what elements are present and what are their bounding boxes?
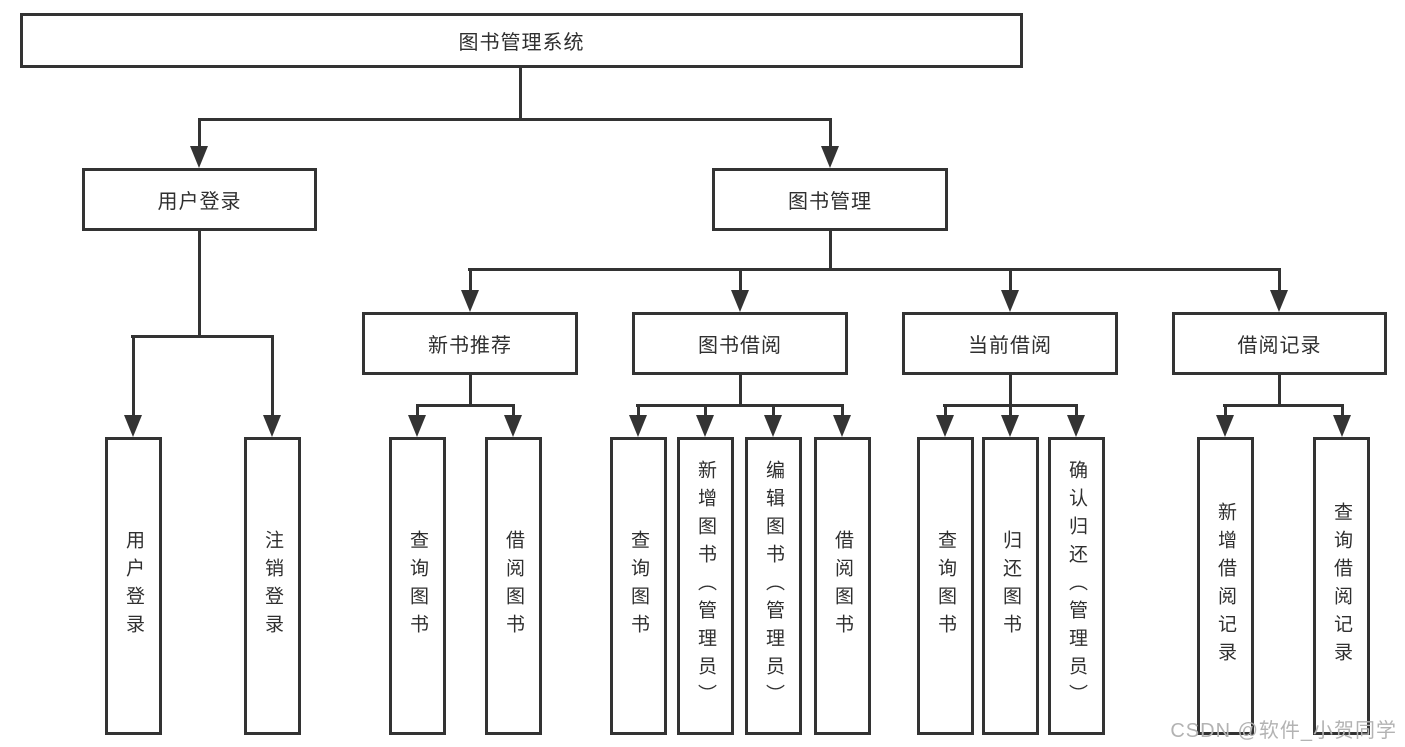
- connector-line: [131, 335, 274, 338]
- connector-line: [469, 375, 472, 407]
- connector-arrowhead: [504, 415, 522, 437]
- node-label: 借阅图书: [503, 530, 524, 642]
- connector-line: [944, 404, 947, 417]
- csdn-watermark: CSDN @软件_小贺同学: [1170, 720, 1397, 742]
- node-leaf-logout: 注销登录: [244, 437, 301, 735]
- node-leaf-query-books-borrowing: 查询图书: [610, 437, 667, 735]
- connector-arrowhead: [821, 146, 839, 168]
- node-current-borrowing: 当前借阅: [902, 312, 1118, 375]
- node-leaf-add-book-admin: 新增图书（管理员）: [677, 437, 734, 735]
- connector-arrowhead: [1067, 415, 1085, 437]
- node-new-book-recommendation: 新书推荐: [362, 312, 578, 375]
- node-book-management: 图书管理: [712, 168, 948, 231]
- connector-line: [1278, 268, 1281, 292]
- node-label: 借阅记录: [1237, 335, 1322, 357]
- connector-arrowhead: [1333, 415, 1351, 437]
- connector-line: [1224, 404, 1227, 417]
- connector-line: [469, 268, 472, 292]
- node-label: 编辑图书（管理员）: [763, 460, 784, 712]
- connector-line: [416, 404, 419, 417]
- connector-line: [512, 404, 515, 417]
- connector-line: [416, 404, 515, 407]
- node-leaf-add-borrow-record: 新增借阅记录: [1197, 437, 1254, 735]
- connector-line: [1009, 375, 1012, 407]
- connector-arrowhead: [731, 290, 749, 312]
- connector-arrowhead: [833, 415, 851, 437]
- node-root-library-management-system: 图书管理系统: [20, 13, 1023, 68]
- node-leaf-user-login: 用户登录: [105, 437, 162, 735]
- connector-line: [739, 268, 742, 292]
- node-leaf-return-books: 归还图书: [982, 437, 1039, 735]
- connector-line: [636, 404, 844, 407]
- node-label: 新书推荐: [428, 335, 512, 357]
- connector-line: [1341, 404, 1344, 417]
- node-label: 图书借阅: [698, 335, 782, 357]
- node-label: 图书管理系统: [458, 32, 585, 54]
- connector-arrowhead: [1216, 415, 1234, 437]
- node-label: 新增借阅记录: [1215, 502, 1236, 670]
- connector-arrowhead: [764, 415, 782, 437]
- connector-line: [1278, 375, 1281, 407]
- node-label: 新增图书（管理员）: [695, 460, 716, 712]
- connector-line: [739, 375, 742, 407]
- connector-arrowhead: [263, 415, 281, 437]
- connector-arrowhead: [1270, 290, 1288, 312]
- node-label: 用户登录: [123, 530, 144, 642]
- connector-arrowhead: [696, 415, 714, 437]
- node-leaf-query-books-recommendation: 查询图书: [389, 437, 446, 735]
- connector-line: [1009, 404, 1012, 417]
- connector-line: [198, 231, 201, 338]
- connector-line: [468, 268, 1281, 271]
- node-label: 当前借阅: [968, 335, 1052, 357]
- connector-arrowhead: [124, 415, 142, 437]
- node-label: 归还图书: [1000, 530, 1021, 642]
- node-book-borrowing: 图书借阅: [632, 312, 848, 375]
- connector-line: [198, 118, 832, 121]
- connector-arrowhead: [408, 415, 426, 437]
- node-label: 注销登录: [262, 530, 283, 642]
- node-label: 用户登录: [157, 191, 242, 213]
- connector-line: [637, 404, 640, 417]
- node-leaf-confirm-return-admin: 确认归还（管理员）: [1048, 437, 1105, 735]
- connector-arrowhead: [1001, 290, 1019, 312]
- connector-arrowhead: [190, 146, 208, 168]
- connector-line: [772, 404, 775, 417]
- node-label: 查询图书: [407, 530, 428, 642]
- connector-arrowhead: [629, 415, 647, 437]
- node-label: 图书管理: [788, 191, 872, 213]
- connector-line: [1223, 404, 1344, 407]
- node-label: 查询图书: [935, 530, 956, 642]
- node-leaf-borrow-books-recommendation: 借阅图书: [485, 437, 542, 735]
- node-label: 查询借阅记录: [1331, 502, 1352, 670]
- connector-line: [829, 118, 832, 148]
- connector-arrowhead: [461, 290, 479, 312]
- connector-line: [704, 404, 707, 417]
- node-label: 查询图书: [628, 530, 649, 642]
- connector-arrowhead: [1001, 415, 1019, 437]
- connector-arrowhead: [936, 415, 954, 437]
- connector-line: [829, 231, 832, 271]
- connector-line: [198, 118, 201, 148]
- connector-line: [519, 68, 522, 120]
- connector-line: [1075, 404, 1078, 417]
- node-leaf-edit-book-admin: 编辑图书（管理员）: [745, 437, 802, 735]
- connector-line: [132, 335, 135, 416]
- node-user-login: 用户登录: [82, 168, 317, 231]
- node-label: 借阅图书: [832, 530, 853, 642]
- connector-line: [841, 404, 844, 417]
- connector-line: [1009, 268, 1012, 292]
- node-leaf-borrow-books: 借阅图书: [814, 437, 871, 735]
- node-leaf-query-borrow-record: 查询借阅记录: [1313, 437, 1370, 735]
- node-label: 确认归还（管理员）: [1066, 460, 1087, 712]
- connector-line: [271, 335, 274, 416]
- node-leaf-query-books-current: 查询图书: [917, 437, 974, 735]
- node-borrowing-records: 借阅记录: [1172, 312, 1387, 375]
